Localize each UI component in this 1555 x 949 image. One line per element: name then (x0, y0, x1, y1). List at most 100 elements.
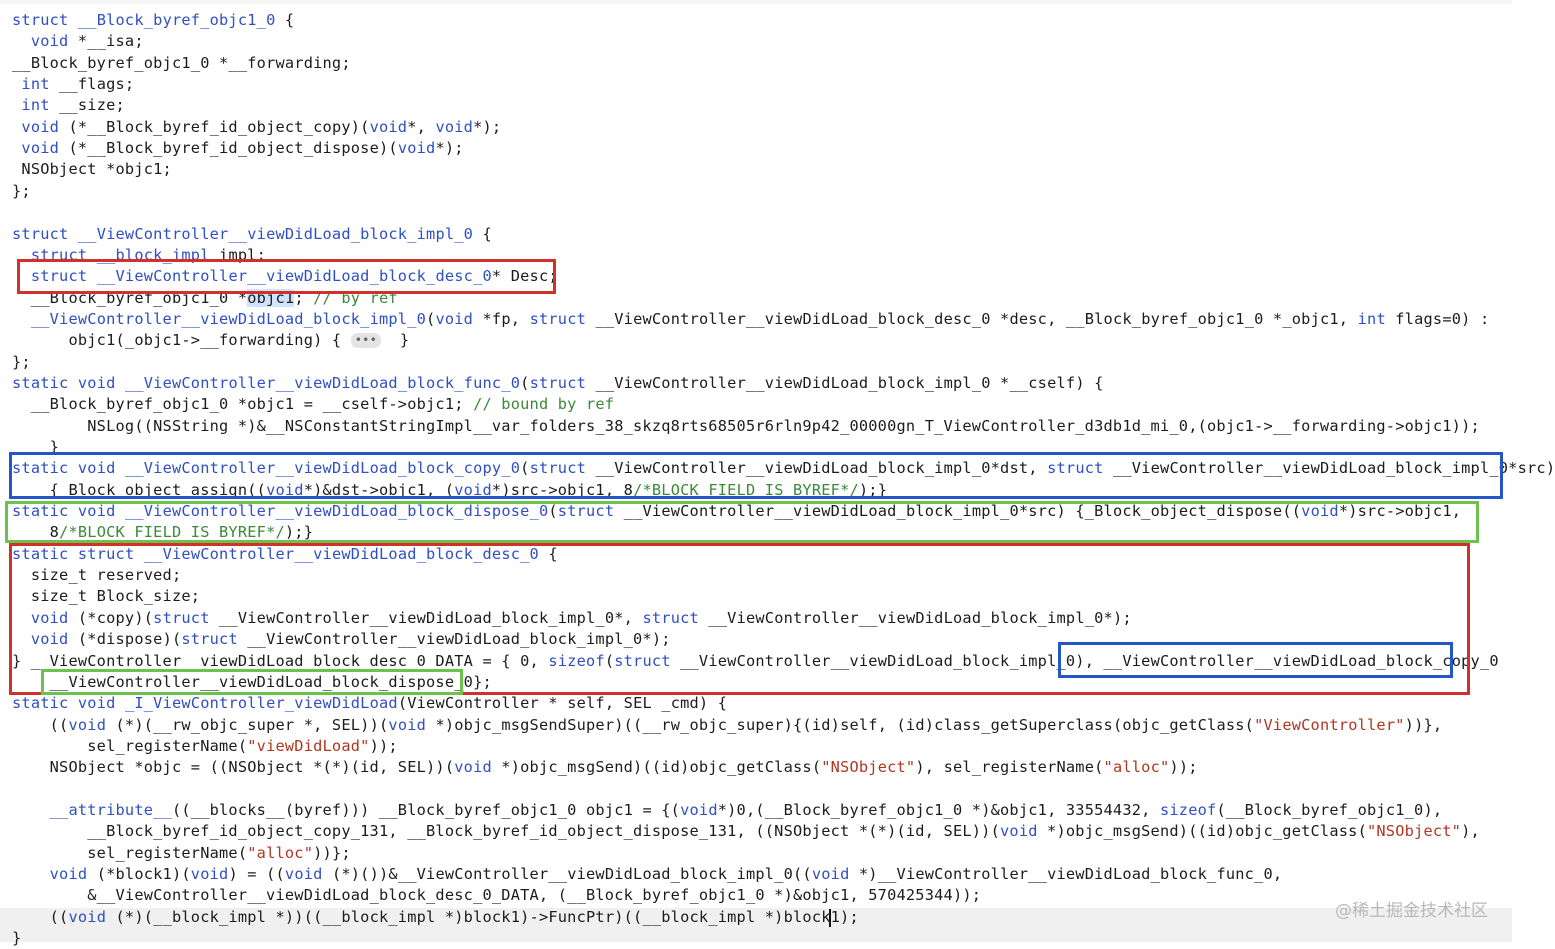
code-token: __ViewController__viewDidLoad_block_copy… (115, 459, 521, 478)
code-token (12, 75, 21, 93)
code-token: int (21, 75, 50, 94)
code-line: void (*__Block_byref_id_object_dispose)(… (12, 138, 464, 159)
code-token: void (77, 694, 116, 713)
code-token: struct (77, 544, 135, 563)
bottom-bar (0, 908, 1512, 942)
code-token: void (68, 715, 107, 734)
code-token: } (12, 929, 22, 948)
code-token: void (388, 715, 427, 734)
highlight-box-desc-field (17, 259, 556, 294)
code-token: struct (614, 651, 671, 670)
code-token: *)__ViewController__viewDidLoad_block_fu… (849, 865, 1283, 883)
code-token: struct (12, 11, 69, 29)
code-line: NSObject *objc1; (12, 159, 172, 180)
code-line: static void __ViewController__viewDidLoa… (12, 458, 1555, 479)
code-line: NSObject *objc = ((NSObject *(*)(id, SEL… (12, 757, 1198, 778)
code-token: {_Block_object_assign(( (12, 480, 267, 499)
code-token: ) = (( (228, 865, 285, 883)
code-token: *)objc_msgSend)((id)objc_getClass( (1037, 822, 1367, 841)
code-token: struct (12, 224, 69, 243)
code-token: ( (520, 373, 530, 392)
code-token: struct (153, 608, 210, 627)
code-token: "alloc" (247, 843, 314, 862)
code-token: flags=0) : (1385, 309, 1490, 328)
code-token: void (30, 32, 69, 51)
code-token: int (1357, 309, 1386, 328)
code-token (12, 32, 31, 50)
code-token: struct (529, 309, 587, 328)
code-token: (*__Block_byref_id_object_copy)( (59, 117, 370, 136)
code-token (12, 865, 50, 883)
code-line: __ViewController__viewDidLoad_block_disp… (12, 672, 492, 693)
code-line: static struct __ViewController__viewDidL… (12, 544, 558, 565)
code-token: __ViewController__viewDidLoad_block_impl… (586, 459, 1048, 478)
code-token: static (12, 502, 69, 521)
code-line: static void __ViewController__viewDidLoa… (12, 501, 1461, 522)
code-token: *)objc_msgSendSuper)((__rw_objc_super){(… (426, 715, 1255, 734)
code-line: sel_registerName("viewDidLoad")); (12, 736, 398, 757)
code-token: void (77, 502, 116, 521)
code-token: void (77, 373, 116, 392)
code-line: } __ViewController__viewDidLoad_block_de… (12, 651, 1499, 672)
code-line: sel_registerName("alloc"))}; (12, 843, 351, 864)
code-token: void (49, 865, 88, 883)
code-token: { (275, 11, 295, 29)
highlight-box-dispose-func (5, 501, 1479, 543)
code-token: ((__blocks__(byref))) __Block_byref_objc… (171, 800, 681, 819)
code-token: ), (1461, 822, 1480, 841)
code-line: size_t Block_size; (12, 586, 200, 607)
code-token: (*copy)( (68, 608, 154, 627)
code-token: void (811, 865, 850, 883)
code-token: "NSObject" (1366, 822, 1462, 841)
code-line: struct __ViewController__viewDidLoad_blo… (12, 266, 558, 287)
code-token: static (12, 694, 69, 713)
code-token: );} (284, 523, 314, 542)
code-token: *)0,(__Block_byref_objc1_0 *)&objc1, 335… (717, 800, 1160, 819)
code-token: );} (858, 480, 888, 499)
highlight-box-copy-ref (1058, 642, 1453, 678)
code-token: NSLog((NSString *)&__NSConstantStringImp… (12, 416, 1480, 435)
code-token: sel_registerName( (12, 736, 248, 755)
code-token: { (473, 224, 492, 243)
code-token: void (68, 907, 107, 926)
code-token: // bound by ref (473, 395, 615, 414)
code-token: ( (604, 651, 615, 670)
code-token: *__isa; (68, 32, 144, 51)
code-line: {_Block_object_assign((void*)&dst->objc1… (12, 480, 887, 501)
code-line: struct __Block_byref_objc1_0 { (12, 10, 294, 31)
code-token: __ViewController__viewDidLoad_block_func… (115, 373, 521, 392)
code-token: objc1(_objc1->__forwarding) { (12, 331, 351, 350)
code-token: __size; (49, 96, 125, 115)
code-token: "viewDidLoad" (247, 736, 370, 755)
code-token: __ViewController__viewDidLoad_block_disp… (12, 672, 492, 691)
code-token (12, 118, 21, 136)
code-token: *)src->objc1, 8 (491, 480, 634, 499)
code-token: /*BLOCK_FIELD_IS_BYREF*/ (59, 523, 285, 542)
code-token: *)&dst->objc1, ( (303, 480, 455, 499)
highlight-box-copy-func (9, 452, 1503, 499)
code-token: ; (294, 288, 314, 307)
code-line: void *__isa; (12, 31, 144, 52)
code-token: void (190, 865, 229, 883)
code-token: __ViewController__viewDidLoad_block_disp… (115, 502, 549, 521)
code-token: void (680, 800, 718, 819)
code-token: *); (435, 139, 464, 158)
code-token: void (30, 608, 69, 627)
code-token: __ViewController__viewDidLoad_block_impl… (698, 608, 1132, 627)
code-token: struct (181, 630, 238, 649)
code-line: } (12, 928, 21, 949)
code-token: sizeof (1159, 800, 1217, 819)
code-token: void (454, 758, 492, 777)
code-line: __Block_byref_id_object_copy_131, __Bloc… (12, 821, 1480, 842)
code-line: objc1(_objc1->__forwarding) { ••• } (12, 330, 409, 351)
code-token: void (266, 480, 304, 499)
collapsed-code-button[interactable]: ••• (350, 333, 382, 349)
code-token: __ViewController__viewDidLoad_block_impl… (209, 608, 643, 627)
code-token: __ViewController__viewDidLoad_block_impl… (586, 373, 1104, 392)
code-token: __Block_byref_objc1_0 *objc1 = __cself->… (12, 395, 474, 414)
code-token: void (21, 139, 60, 158)
code-token: *, (407, 117, 436, 136)
code-line: } (12, 437, 59, 458)
code-token: (*)(__rw_objc_super *, SEL))( (106, 715, 389, 734)
